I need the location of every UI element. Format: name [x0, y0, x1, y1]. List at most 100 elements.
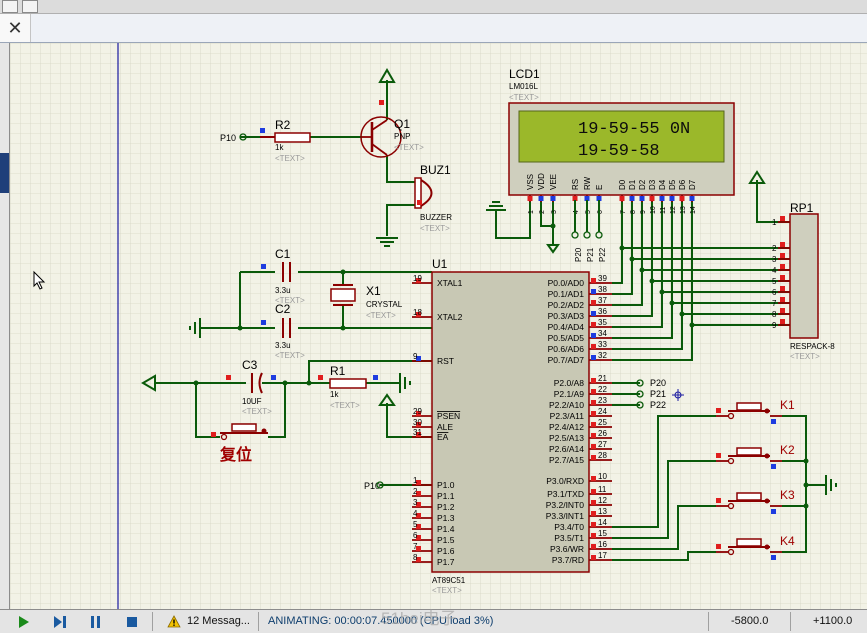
u1-left-pin-num-29: 29 [413, 407, 422, 416]
u1-left-pin-num-1: 1 [413, 476, 418, 485]
u1-left-pin-num-6: 6 [413, 531, 418, 540]
u1-right-pin-state-22 [591, 389, 596, 394]
x1-text: <TEXT> [366, 311, 396, 320]
lcd-bus-label-0: P20 [574, 247, 583, 262]
coordinate-x: -5800.0 [731, 615, 769, 627]
u1-left-pin-state-3 [416, 502, 421, 507]
u1-right-pin-name-36: P0.3/AD3 [548, 311, 585, 321]
schematic-canvas[interactable]: Q1 PNP <TEXT> P10 R2 1k <TEXT> BUZ1 BUZZ… [10, 43, 867, 609]
u1-right-pin-num-22: 22 [598, 385, 607, 394]
q1-ref: Q1 [394, 117, 410, 131]
power-arrow-c3[interactable] [141, 374, 156, 392]
lcd-model: LM016L [509, 82, 538, 91]
u1-left-pin-state-4 [416, 513, 421, 518]
u1-right-pin-num-21: 21 [598, 374, 607, 383]
power-vcc-arrow[interactable] [378, 68, 396, 83]
toolbar-icon-1[interactable] [2, 0, 18, 13]
resistor-r1[interactable]: R1 1k <TEXT> [318, 364, 378, 410]
capacitor-c1[interactable]: C1 3.3u <TEXT> [261, 247, 305, 305]
lcd-pin-state-1 [527, 196, 533, 201]
u1-type: AT89C51 [432, 576, 466, 585]
rp1-pin-num-6: 6 [772, 288, 777, 297]
lcd-pin-state-2 [538, 196, 544, 201]
power-arrow-rp1[interactable] [748, 170, 766, 184]
buz1-text: <TEXT> [420, 224, 450, 233]
q1-text: <TEXT> [394, 143, 424, 152]
reset-button[interactable]: 复位 [211, 423, 268, 464]
rp1-pin-num-7: 7 [772, 299, 777, 308]
panel-selection-marker [0, 153, 9, 193]
stop-button[interactable] [122, 613, 142, 630]
r1-text: <TEXT> [330, 401, 360, 410]
u1-left-pin-name-29: PSEN [437, 411, 460, 421]
lcd-pin-num-1: 1 [528, 210, 535, 214]
lcd-pin-state-13 [679, 196, 685, 201]
rp1-ref: RP1 [790, 201, 814, 215]
lcd-pin-num-13: 13 [680, 206, 687, 214]
key-k1-button[interactable]: K1 [716, 398, 795, 424]
transistor-q1[interactable]: Q1 PNP <TEXT> [360, 100, 424, 158]
key-k4-button[interactable]: K4 [716, 534, 795, 560]
power-arrow-reset[interactable] [378, 393, 396, 406]
u1-left-pin-num-2: 2 [413, 487, 418, 496]
messages-count[interactable]: 12 Messag... [187, 615, 250, 627]
c1-value: 3.3u [275, 286, 291, 295]
u1-left-pin-state-9 [416, 356, 421, 361]
u1-right-pin-name-23: P2.2/A10 [549, 400, 584, 410]
u1-text: <TEXT> [432, 586, 462, 595]
u1-left-pin-name-5: P1.4 [437, 524, 455, 534]
u1-right-pin-num-14: 14 [598, 518, 607, 527]
u1-right-pin-state-32 [591, 355, 596, 360]
key-k2-button[interactable]: K2 [716, 443, 795, 469]
capacitor-c3[interactable]: C3 10UF <TEXT> [226, 358, 276, 416]
lcd-ref: LCD1 [509, 67, 540, 81]
u1-right-pin-num-38: 38 [598, 285, 607, 294]
buzzer-buz1[interactable]: BUZ1 BUZZER <TEXT> [414, 163, 452, 233]
u1-p2-net-1: P21 [650, 389, 666, 399]
lcd-lcd1[interactable]: LCD1 LM016L <TEXT> 19-59-55 0N 19-59-58 … [508, 67, 735, 262]
c2-value: 3.3u [275, 341, 291, 350]
toolbar-icon-2[interactable] [22, 0, 38, 13]
rp1-pin-state-8 [780, 308, 785, 313]
rp1-pin-state-7 [780, 297, 785, 302]
u1-left-pin-state-19 [416, 278, 421, 283]
crystal-x1[interactable]: X1 CRYSTAL <TEXT> [330, 284, 403, 320]
lcd-pin-label-4: RS [571, 179, 580, 190]
u1-left-pin-state-1 [416, 480, 421, 485]
document-tab-row [0, 14, 867, 43]
u1-right-pin-name-39: P0.0/AD0 [548, 278, 585, 288]
u1-left-pin-state-31 [416, 432, 421, 437]
play-button[interactable] [14, 613, 34, 630]
u1-right-pin-state-14 [591, 522, 596, 527]
capacitor-c2[interactable]: C2 3.3u <TEXT> [261, 302, 305, 360]
coordinate-y: +1100.0 [813, 615, 853, 627]
u1-right-pin-num-27: 27 [598, 440, 607, 449]
u1-left-pin-name-7: P1.6 [437, 546, 455, 556]
lcd-line-1: 19-59-55 0N [578, 120, 690, 139]
lcd-bus-p2: P20 P21 P22 [571, 200, 607, 262]
resistor-r2[interactable]: P10 R2 1k <TEXT> [220, 118, 311, 163]
x1-type: CRYSTAL [366, 300, 403, 309]
u1-right-pin-state-21 [591, 378, 596, 383]
left-side-panel [0, 43, 10, 609]
lcd-pin-num-10: 10 [650, 206, 657, 214]
u1-right-pin-name-26: P2.5/A13 [549, 433, 584, 443]
ground-icon-buzzer [376, 237, 398, 247]
rp1-pin-state-3 [780, 253, 785, 258]
step-button[interactable] [50, 613, 70, 630]
lcd-pin-state-6 [596, 196, 602, 201]
pause-button[interactable] [86, 613, 106, 630]
u1-left-pin-state-30 [416, 422, 421, 427]
key-k3-button[interactable]: K3 [716, 488, 795, 514]
rp1-pin-num-1: 1 [772, 218, 777, 227]
lcd-pin-state-4 [572, 196, 578, 201]
r2-net: P10 [220, 133, 236, 143]
animation-status: ANIMATING: 00:00:07.450000 (CPU load 3%) [268, 615, 494, 627]
ground-icon-lcd [486, 201, 506, 211]
u1-right-pin-name-27: P2.6/A14 [549, 444, 584, 454]
close-tab-icon[interactable]: ✕ [0, 14, 31, 42]
r2-text: <TEXT> [275, 154, 305, 163]
u1-right-pin-num-13: 13 [598, 507, 607, 516]
